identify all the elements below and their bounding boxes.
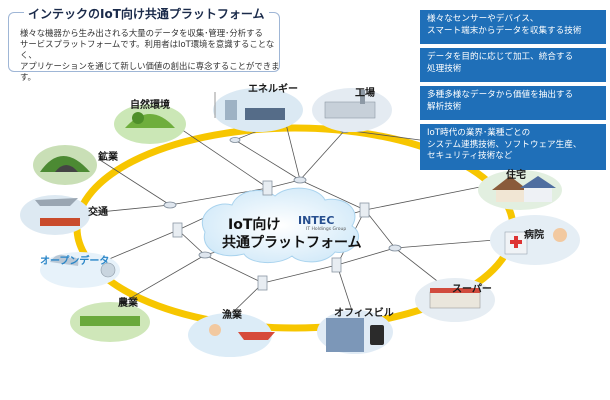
label-agriculture: 農業 (118, 298, 138, 309)
feature-text: システム連携技術、ソフトウェア生産、 (427, 139, 582, 150)
feature-text: 処理技術 (427, 63, 462, 74)
feature-box-analysis: 多種多様なデータから価値を抽出する 解析技術 (420, 86, 606, 120)
label-supermarket: スーパー (452, 284, 492, 295)
label-nature: 自然環境 (130, 100, 170, 111)
platform-title-line-1: IoT向け (228, 217, 281, 233)
node-illustrations (20, 88, 580, 357)
label-transport: 交通 (88, 207, 108, 218)
feature-box-integration: IoT時代の業界･業種ごとの システム連携技術、ソフトウェア生産、 セキュリティ… (420, 124, 606, 170)
label-fishery: 漁業 (222, 310, 242, 321)
label-office: オフィスビル (334, 308, 394, 319)
intec-logo-subtitle: IT Holdings Group (306, 227, 347, 232)
feature-text: IoT時代の業界･業種ごとの (427, 128, 531, 138)
feature-text: スマート端末からデータを収集する技術 (427, 25, 582, 36)
label-hospital: 病院 (524, 230, 544, 241)
intro-line-3: アプリケーションを通じて新しい価値の創出に専念することができます。 (20, 61, 280, 82)
feature-text: 様々なセンサーやデバイス、 (427, 14, 539, 24)
feature-text: 解析技術 (427, 101, 462, 112)
intec-logo: INTEC (298, 214, 335, 227)
cloud-shape (202, 187, 359, 263)
server-nodes (172, 180, 370, 291)
platform-title-line-2: 共通プラットフォーム (222, 235, 362, 251)
label-opendata: オープンデータ (40, 256, 110, 267)
intro-box (8, 12, 280, 72)
intro-line-1: 様々な機器から生み出される大量のデータを収集･管理･分析する (20, 28, 263, 38)
feature-box-processing: データを目的に応じて加工、統合する 処理技術 (420, 48, 606, 82)
network-lines (69, 119, 496, 321)
feature-text: セキュリティ技術など (427, 151, 513, 161)
feature-text: 多種多様なデータから価値を抽出する (427, 90, 574, 100)
intro-title: インテックのIoT向け共通プラットフォーム (24, 5, 269, 22)
intro-line-2: サービスプラットフォームです。利用者はIoT環境を意識することなく、 (20, 39, 275, 60)
label-mining: 鉱業 (98, 152, 118, 163)
feature-text: データを目的に応じて加工、統合する (427, 52, 574, 62)
intro-body: 様々な機器から生み出される大量のデータを収集･管理･分析する サービスプラットフ… (20, 28, 282, 83)
feature-box-collection: 様々なセンサーやデバイス、 スマート端末からデータを収集する技術 (420, 10, 606, 44)
label-energy: エネルギー (248, 84, 298, 95)
label-housing: 住宅 (506, 170, 526, 181)
label-factory: 工場 (355, 88, 375, 99)
